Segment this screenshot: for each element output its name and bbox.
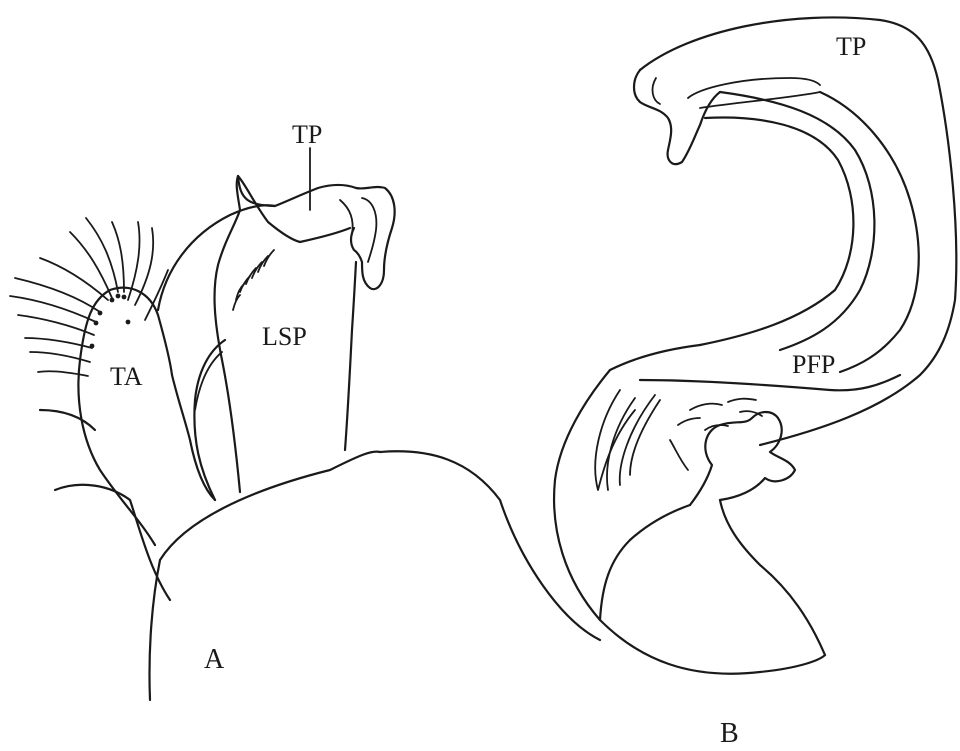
b-basal-lobe: [670, 399, 795, 505]
b-lower-right: [720, 500, 825, 655]
b-dash-3: [678, 418, 700, 425]
lsp-spines: [233, 250, 274, 310]
b-pfp-inner-2: [607, 398, 635, 490]
b-lower-cusp: [600, 505, 690, 620]
b-dash-5: [740, 411, 762, 416]
b-dash-1: [690, 404, 722, 410]
b-dash-6: [670, 440, 688, 470]
tp-a-outline: [238, 176, 395, 289]
rear-lobe-outline: [158, 205, 275, 310]
label-tp-b: TP: [836, 32, 866, 61]
label-tp-a: TP: [292, 120, 322, 149]
b-inner-strands: [610, 92, 919, 372]
b-strand-2: [700, 117, 853, 345]
b-strand-3: [820, 92, 919, 372]
b-basal-outline: [690, 412, 795, 505]
panel-b: TP PFP B: [554, 17, 956, 749]
panel-a-base: [40, 410, 600, 700]
label-ta: TA: [110, 362, 143, 391]
panel-a: TA LSP TP A: [10, 120, 600, 700]
tp-a-inner-fold: [362, 198, 376, 262]
inner-lobe-outline: [194, 340, 225, 500]
base-left-edge: [40, 410, 95, 430]
b-strand-4: [610, 345, 700, 370]
b-outer-lower: [554, 370, 825, 674]
label-pfp: PFP: [792, 350, 835, 379]
panel-label-b: B: [720, 718, 739, 749]
b-tip-inner: [653, 78, 660, 104]
b-pfp-lower-edge: [640, 375, 900, 390]
label-lsp: LSP: [262, 322, 307, 351]
lsp-right-edge: [345, 262, 356, 450]
b-dash-2: [728, 399, 756, 402]
tp-process-a: [238, 148, 395, 289]
rear-lobe: [158, 205, 275, 500]
b-pfp-band: [595, 375, 900, 490]
b-outer-body: [554, 17, 956, 673]
panel-label-a: A: [204, 644, 225, 675]
b-strand-1: [720, 92, 874, 350]
ta-setae: [10, 218, 168, 376]
